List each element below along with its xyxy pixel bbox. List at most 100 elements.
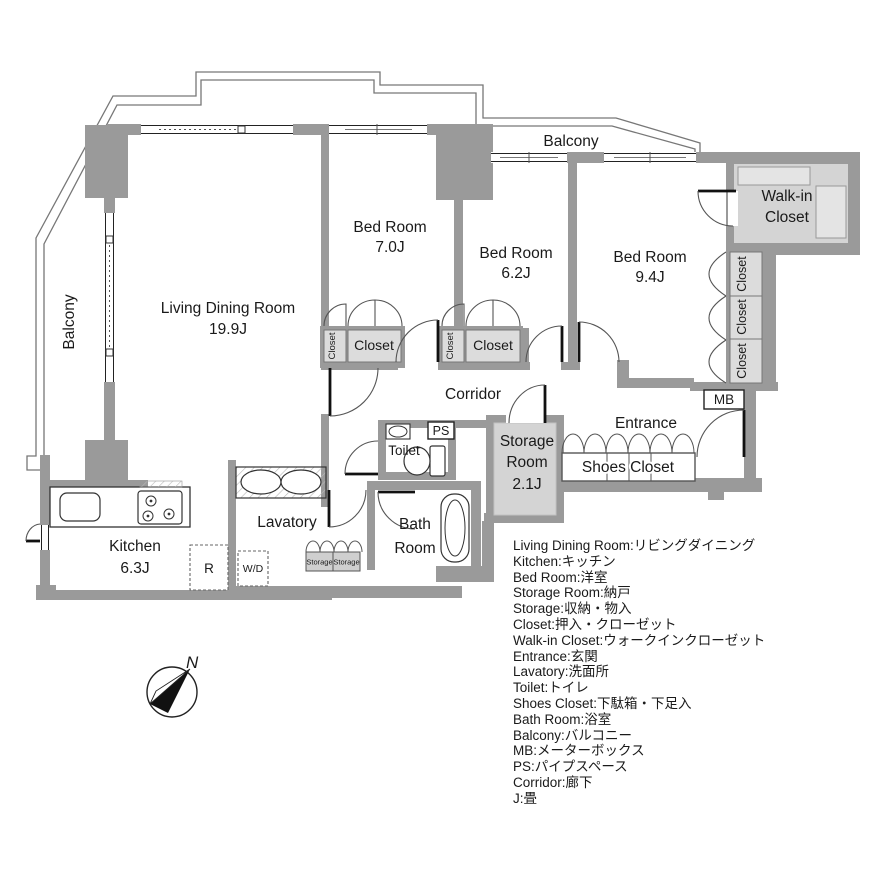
vanity-sink [240,469,282,495]
wall [36,590,332,600]
label-storage-small: Storage [333,558,359,567]
label-shoes-closet: Shoes Closet [582,459,675,476]
wall [367,490,375,570]
door-arc-entrance [696,409,745,458]
label-closet-vertical: Closet [735,256,749,292]
legend-line: Shoes Closet:下駄箱・下足入 [513,695,692,711]
closet-cell [323,329,347,363]
label-lavatory: Lavatory [257,514,317,531]
wall [568,163,577,364]
label-living-size: 19.9J [209,321,247,338]
wall [321,414,329,507]
label-ps: PS [433,424,450,438]
closet-cell [465,329,521,363]
storage-cell [332,551,361,572]
label-bath-line2: Room [394,540,435,557]
legend-line: Living Dining Room:リビングダイニング [513,538,756,553]
wall [561,362,580,370]
wall [104,133,115,213]
label-closet: Closet [354,337,394,353]
wall [48,480,148,488]
wall [436,124,493,200]
label-closet-vertical: Closet [735,343,749,379]
label-bed2-size: 6.2J [501,265,530,282]
legend-line: Walk-in Closet:ウォークインクローゼット [513,632,766,648]
wall [471,481,481,571]
wall [482,521,494,576]
closet-cell [441,329,465,363]
wall [617,378,694,388]
window-kitchen-west-door [40,525,50,550]
legend-line: Entrance:玄関 [513,648,598,664]
label-refrigerator: R [204,561,214,576]
vanity [235,466,327,499]
door-arc-bed1 [395,319,439,363]
door-arc-walkin [697,190,734,227]
label-walkin-line1: Walk-in [761,188,812,205]
legend-line: MB:メーターボックス [513,743,645,759]
kitchen-sink [59,492,101,522]
wall [228,460,236,590]
refrigerator-box [189,544,229,591]
vanity-sink [280,469,322,495]
label-closet-vertical: Closet [735,299,749,335]
label-washer-dryer: W/D [243,563,264,575]
legend-line: Lavatory:洗面所 [513,664,610,680]
compass-north-label: N [186,653,199,672]
window-living-top [141,124,293,135]
counter-hatch [139,480,183,488]
label-mb: MB [714,392,734,407]
labels: Living Dining Room 19.9J Bed Room 7.0J B… [61,133,813,577]
legend-line: Storage:収納・物入 [513,601,632,617]
label-bed3-name: Bed Room [613,249,686,266]
label-toilet: Toilet [388,443,420,458]
label-storage-room-line1: Storage [500,433,554,450]
label-bed3-size: 9.4J [635,269,664,286]
label-storage-small: Storage [306,558,332,567]
wall [85,440,128,481]
legend-line: Toilet:トイレ [513,680,589,696]
legend-line: Bed Room:洋室 [513,569,608,585]
legend-line: Corridor:廊下 [513,774,593,790]
door-leaves [26,189,746,543]
label-closet: Closet [473,337,513,353]
label-balcony-top: Balcony [543,133,598,150]
window-living-west [104,213,115,382]
walkin-closet-shelf [737,166,811,186]
wall [104,382,115,444]
label-storage-room-line2: Room [506,454,547,471]
closet-cell [729,338,763,384]
window-bed3-top [604,152,696,163]
door-swing-arcs [25,190,745,542]
bathtub [440,493,470,563]
closet-cell [729,295,763,340]
label-balcony-left: Balcony [61,294,78,349]
label-living-name: Living Dining Room [161,300,295,317]
door-arc-bath [377,491,416,530]
storage-room-floor [493,422,557,516]
wall [321,133,329,370]
wall [708,492,724,500]
door-arc-bed2 [525,325,563,363]
wall [744,388,756,480]
ps-box [427,421,455,440]
closet-units [320,251,763,384]
compass-needle-light [149,668,191,705]
fixtures [49,389,745,591]
legend-line: Balcony:バルコニー [513,727,633,743]
wall [520,328,529,364]
wall [454,196,463,364]
storage-door-arcs [305,540,363,553]
storage-room-door-gap [506,415,546,423]
door-arc-kitchen-west [25,523,41,542]
kitchen-counter [49,480,191,528]
shoes-closet-cabinet [561,433,696,482]
label-bed1-size: 7.0J [375,239,404,256]
wall [40,550,50,600]
label-corridor: Corridor [445,386,501,403]
door-arc-living [329,367,379,417]
legend-line: Closet:押入・クローゼット [513,616,677,632]
compass: N [146,653,199,718]
